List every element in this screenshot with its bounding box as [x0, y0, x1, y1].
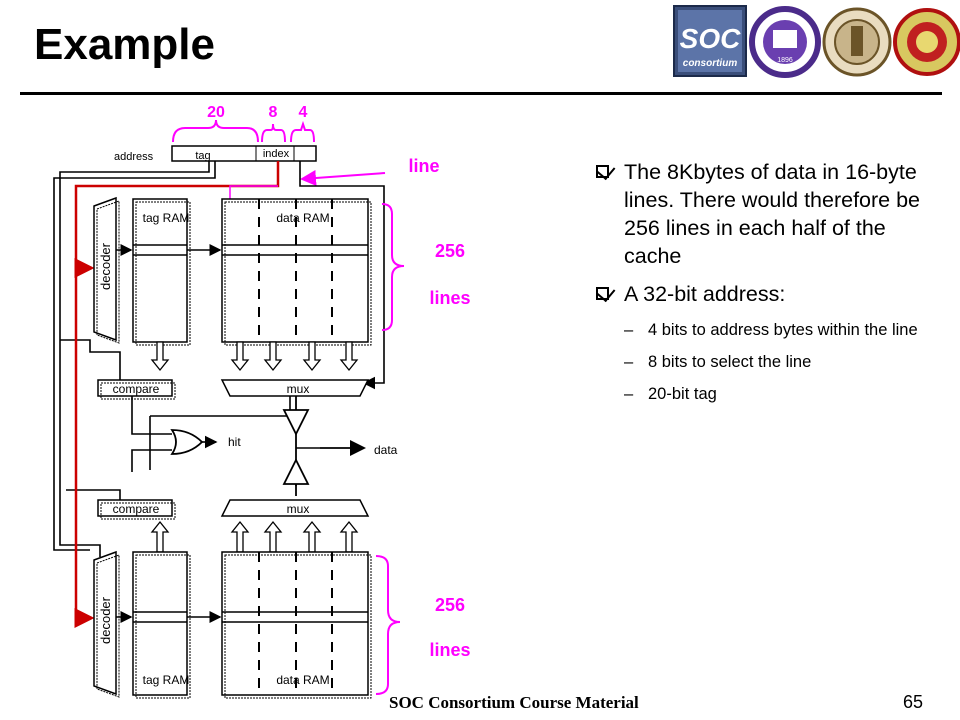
checkbox-bullet-icon: [596, 165, 609, 178]
hit-logic-wires: [131, 396, 291, 472]
data-ram-label: data RAM: [276, 211, 329, 225]
line-label: line: [408, 156, 439, 176]
or-gate: [170, 429, 204, 455]
compare-label: compare: [113, 382, 160, 396]
tag-field-label: tag: [195, 150, 210, 162]
bottom-lines-count: 256: [435, 595, 465, 615]
sub-bullet-text: 20-bit tag: [648, 385, 717, 403]
slide-title: Example: [34, 20, 215, 69]
data-output-label: data: [374, 443, 398, 457]
offset-width-label: 4: [299, 104, 308, 121]
compare-label-bottom: compare: [113, 502, 160, 516]
top-lines-word: lines: [429, 288, 470, 308]
sub-bullet-text: 4 bits to address bytes within the line: [648, 321, 918, 339]
mux-label: mux: [287, 382, 310, 396]
bullet-text: The 8Kbytes of data in 16-byte lines. Th…: [624, 160, 921, 268]
seal-1-year: 1896: [777, 57, 793, 64]
bottom-compare: compare: [97, 499, 176, 520]
top-data-ram: data RAM: [221, 198, 372, 346]
tag-wires: [53, 161, 385, 557]
top-compare: compare: [97, 379, 176, 400]
bottom-mux: mux: [220, 499, 370, 517]
top-wide-arrows: [150, 341, 359, 372]
tag-width-label: 20: [207, 104, 225, 121]
bottom-lines-word: lines: [429, 640, 470, 660]
dash-bullet-icon: –: [624, 385, 634, 403]
bottom-data-ram: data RAM: [221, 551, 372, 699]
page-number: 65: [903, 692, 924, 712]
university-seal-3: [893, 8, 960, 76]
tag-ram-label-bottom: tag RAM: [143, 673, 190, 687]
index-field-label: index: [263, 148, 290, 160]
soc-logo-subtext: consortium: [683, 58, 738, 69]
sub-bullet-item: – 20-bit tag: [596, 382, 936, 406]
top-lines-brace: [381, 203, 405, 331]
decoder-label: decoder: [98, 242, 113, 290]
top-decoder: decoder: [93, 196, 120, 344]
mux-label-bottom: mux: [287, 502, 310, 516]
dash-bullet-icon: –: [624, 321, 634, 339]
sub-bullet-text: 8 bits to select the line: [648, 353, 812, 371]
university-seal-1: 1896: [749, 6, 821, 78]
bullet-list: The 8Kbytes of data in 16-byte lines. Th…: [596, 158, 936, 414]
sub-bullet-item: – 4 bits to address bytes within the lin…: [596, 318, 936, 342]
address-index-path: [74, 161, 280, 628]
bottom-wide-arrows: [150, 520, 359, 553]
index-width-label: 8: [269, 104, 278, 121]
title-underline: [20, 92, 942, 95]
dash-bullet-icon: –: [624, 353, 634, 371]
tag-ram-label: tag RAM: [143, 211, 190, 225]
hit-label: hit: [228, 435, 241, 449]
top-tag-ram: tag RAM: [132, 198, 191, 346]
top-mux: mux: [220, 379, 370, 397]
university-seal-2: [822, 7, 892, 77]
bullet-item: A 32-bit address:: [596, 280, 936, 308]
address-register: [171, 145, 317, 162]
bottom-tag-ram: tag RAM: [132, 551, 191, 699]
cache-diagram: 20 8 4 address tag index line decoder: [53, 104, 471, 699]
bullet-text: A 32-bit address:: [624, 282, 786, 306]
tristate-buffers: [282, 396, 310, 496]
sub-bullet-item: – 8 bits to select the line: [596, 350, 936, 374]
footer-text: SOC Consortium Course Material: [389, 693, 639, 712]
bottom-lines-brace: [375, 555, 401, 695]
top-lines-count: 256: [435, 241, 465, 261]
logo-strip: SOC consortium 1896: [673, 5, 960, 78]
decoder-label-bottom: decoder: [98, 596, 113, 644]
soc-consortium-logo: SOC consortium: [673, 5, 747, 77]
checkbox-bullet-icon: [596, 287, 609, 300]
bottom-decoder: decoder: [93, 550, 120, 698]
soc-logo-text: SOC: [680, 23, 741, 54]
data-ram-label-bottom: data RAM: [276, 673, 329, 687]
field-braces: [172, 119, 315, 143]
bullet-item: The 8Kbytes of data in 16-byte lines. Th…: [596, 158, 936, 270]
address-label: address: [114, 151, 154, 163]
